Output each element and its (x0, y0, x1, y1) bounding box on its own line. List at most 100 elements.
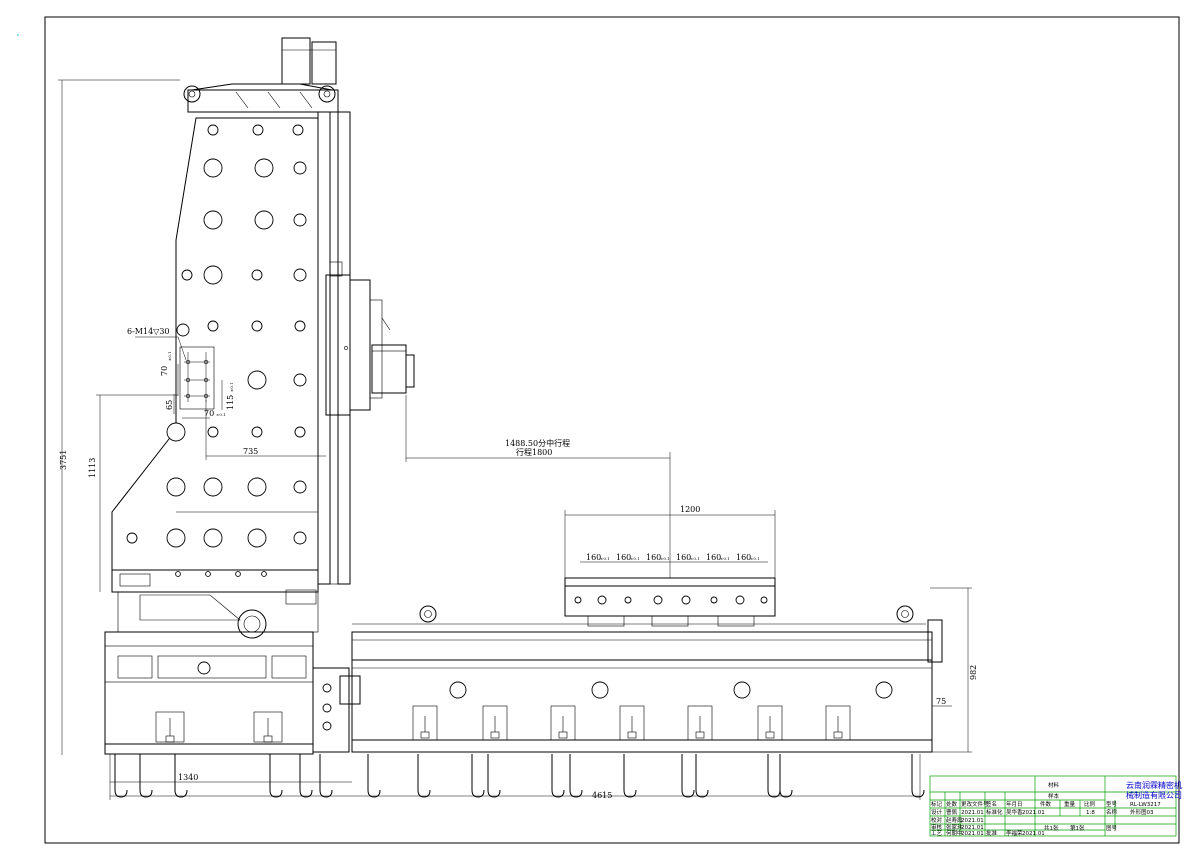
dim-overall-height: 3751 (59, 450, 68, 470)
weight-label: 重量 (1064, 800, 1076, 808)
approve-date: 2021.01 (1022, 831, 1045, 837)
dim-side-offset: 75 (936, 697, 946, 706)
dim-column-to-spindle: 735 (243, 447, 258, 456)
approve-label: 批准 (986, 829, 998, 837)
check-name: 赵寿霞 (946, 816, 963, 824)
hdr-count: 处数 (946, 800, 958, 808)
sheet-number: 第1张 (1070, 824, 1085, 832)
thread-hole-pattern (135, 336, 215, 410)
anchor-bolt (681, 754, 695, 798)
anchor-bolt (623, 754, 637, 798)
dimension-lines (58, 79, 972, 800)
check-date: 2021.01 (961, 818, 984, 824)
t-slot-tol: ±0.1 (660, 556, 670, 561)
dimension-texts: 3751 1113 6-M14▽30 70 ±0.1 65 70 ±0.1 11… (59, 327, 978, 800)
anchor-bolt (319, 754, 333, 798)
foot-pocket (253, 711, 283, 743)
std-label: 标准化 (986, 808, 1003, 816)
foot-pocket (757, 705, 783, 741)
t-slot-pitch: 160 (586, 553, 601, 562)
std-date: 2021.01 (1022, 810, 1045, 816)
anchor-bolt (367, 754, 381, 798)
review-name: 张家玮 (946, 823, 963, 831)
row-process: 工艺 (931, 830, 943, 837)
piece-label: 件数 (1040, 800, 1052, 808)
anchor-bolt (767, 754, 781, 798)
anchor-bolt (695, 754, 709, 798)
dim-total-length: 4615 (592, 791, 612, 800)
dim-hole-v1-tol: ±0.1 (167, 351, 172, 361)
dim-travel-mid: 1488.50分中行程 (505, 438, 570, 448)
sample-label: 样本 (1048, 792, 1060, 800)
dim-side-height: 982 (969, 665, 978, 680)
dim-column-lower: 1113 (88, 458, 97, 478)
t-slot-pitch: 160 (616, 553, 631, 562)
anchor-bolt (417, 754, 431, 798)
hdr-sign: 签名 (986, 800, 997, 808)
t-slot-tol: ±0.1 (630, 556, 640, 561)
anchor-bolt (269, 754, 283, 798)
anchor-bolt (569, 754, 583, 798)
thread-spec: 6-M14▽30 (127, 327, 170, 336)
approve-name: 李福荣 (1006, 829, 1023, 837)
anchor-bolt (551, 754, 565, 798)
dim-hole-v3: 115 (226, 395, 235, 410)
model-value: RL-LW3217 (1130, 802, 1161, 808)
title-block: 云南润霖精密机 械制造有限公司 材料 样本 件数 重量 比例 1:8 型号 RL… (929, 775, 1182, 837)
design-name: 曹佩 (946, 808, 958, 816)
foot-pocket (412, 705, 438, 741)
dim-hole-v1: 70 (160, 366, 169, 376)
dim-base-left: 1340 (178, 773, 198, 782)
scale-label: 比例 (1084, 800, 1096, 808)
foot-pocket (619, 705, 645, 741)
t-slot-pitch: 160 (646, 553, 661, 562)
drawing-frame (44, 16, 1180, 844)
drawing-no-label: 图号 (1106, 824, 1118, 832)
column-base (104, 631, 361, 755)
work-table (564, 577, 776, 627)
t-slot-pitch: 160 (736, 553, 751, 562)
std-name: 吴华香 (1006, 808, 1023, 816)
t-slot-tol: ±0.1 (750, 556, 760, 561)
anchor-bolt (471, 754, 485, 798)
t-slot-tol: ±0.1 (600, 556, 610, 561)
hdr-mark: 标记 (931, 800, 943, 808)
dim-travel: 行程1800 (516, 447, 552, 457)
anchor-bolt (299, 754, 313, 798)
dim-hole-v3-tol: ±0.1 (229, 382, 234, 392)
foot-pocket (825, 705, 851, 741)
dim-hole-h-tol: ±0.1 (216, 412, 226, 417)
anchor-bolt (911, 754, 925, 798)
anchor-bolt (487, 754, 501, 798)
foot-pocket (155, 711, 185, 743)
row-design: 设计 (931, 808, 943, 816)
anchor-bolt (139, 754, 153, 798)
dim-table-width: 1200 (680, 505, 700, 514)
hdr-doc: 更改文件号 (961, 800, 989, 808)
anchor-bolts (114, 705, 925, 798)
column-holes (126, 124, 307, 548)
process-name: 何朝中 (946, 829, 963, 837)
row-check: 校对 (931, 816, 943, 824)
t-slot-tol: ±0.1 (720, 556, 730, 561)
company-name-line2: 械制造有限公司 (1126, 790, 1182, 800)
scale-value: 1:8 (1086, 810, 1095, 816)
bed (351, 605, 943, 753)
dim-hole-v2: 65 (165, 400, 174, 410)
anchor-bolt (779, 754, 793, 798)
foot-pocket (550, 705, 576, 741)
process-date: 2021.01 (961, 831, 984, 837)
foot-pocket (482, 705, 508, 741)
t-slot-pitch: 160 (706, 553, 721, 562)
corner-marker (17, 34, 19, 36)
row-review: 审核 (931, 823, 943, 831)
company-name-line1: 云南润霖精密机 (1126, 780, 1182, 790)
sheet-count: 共1张 (1044, 824, 1059, 832)
model-label: 型号 (1106, 800, 1118, 808)
name-value: 外形图03 (1130, 808, 1154, 816)
material-label: 材料 (1048, 781, 1060, 789)
review-date: 2021.01 (961, 825, 984, 831)
t-slot-pitch: 160 (676, 553, 691, 562)
design-date: 2021.01 (961, 810, 984, 816)
